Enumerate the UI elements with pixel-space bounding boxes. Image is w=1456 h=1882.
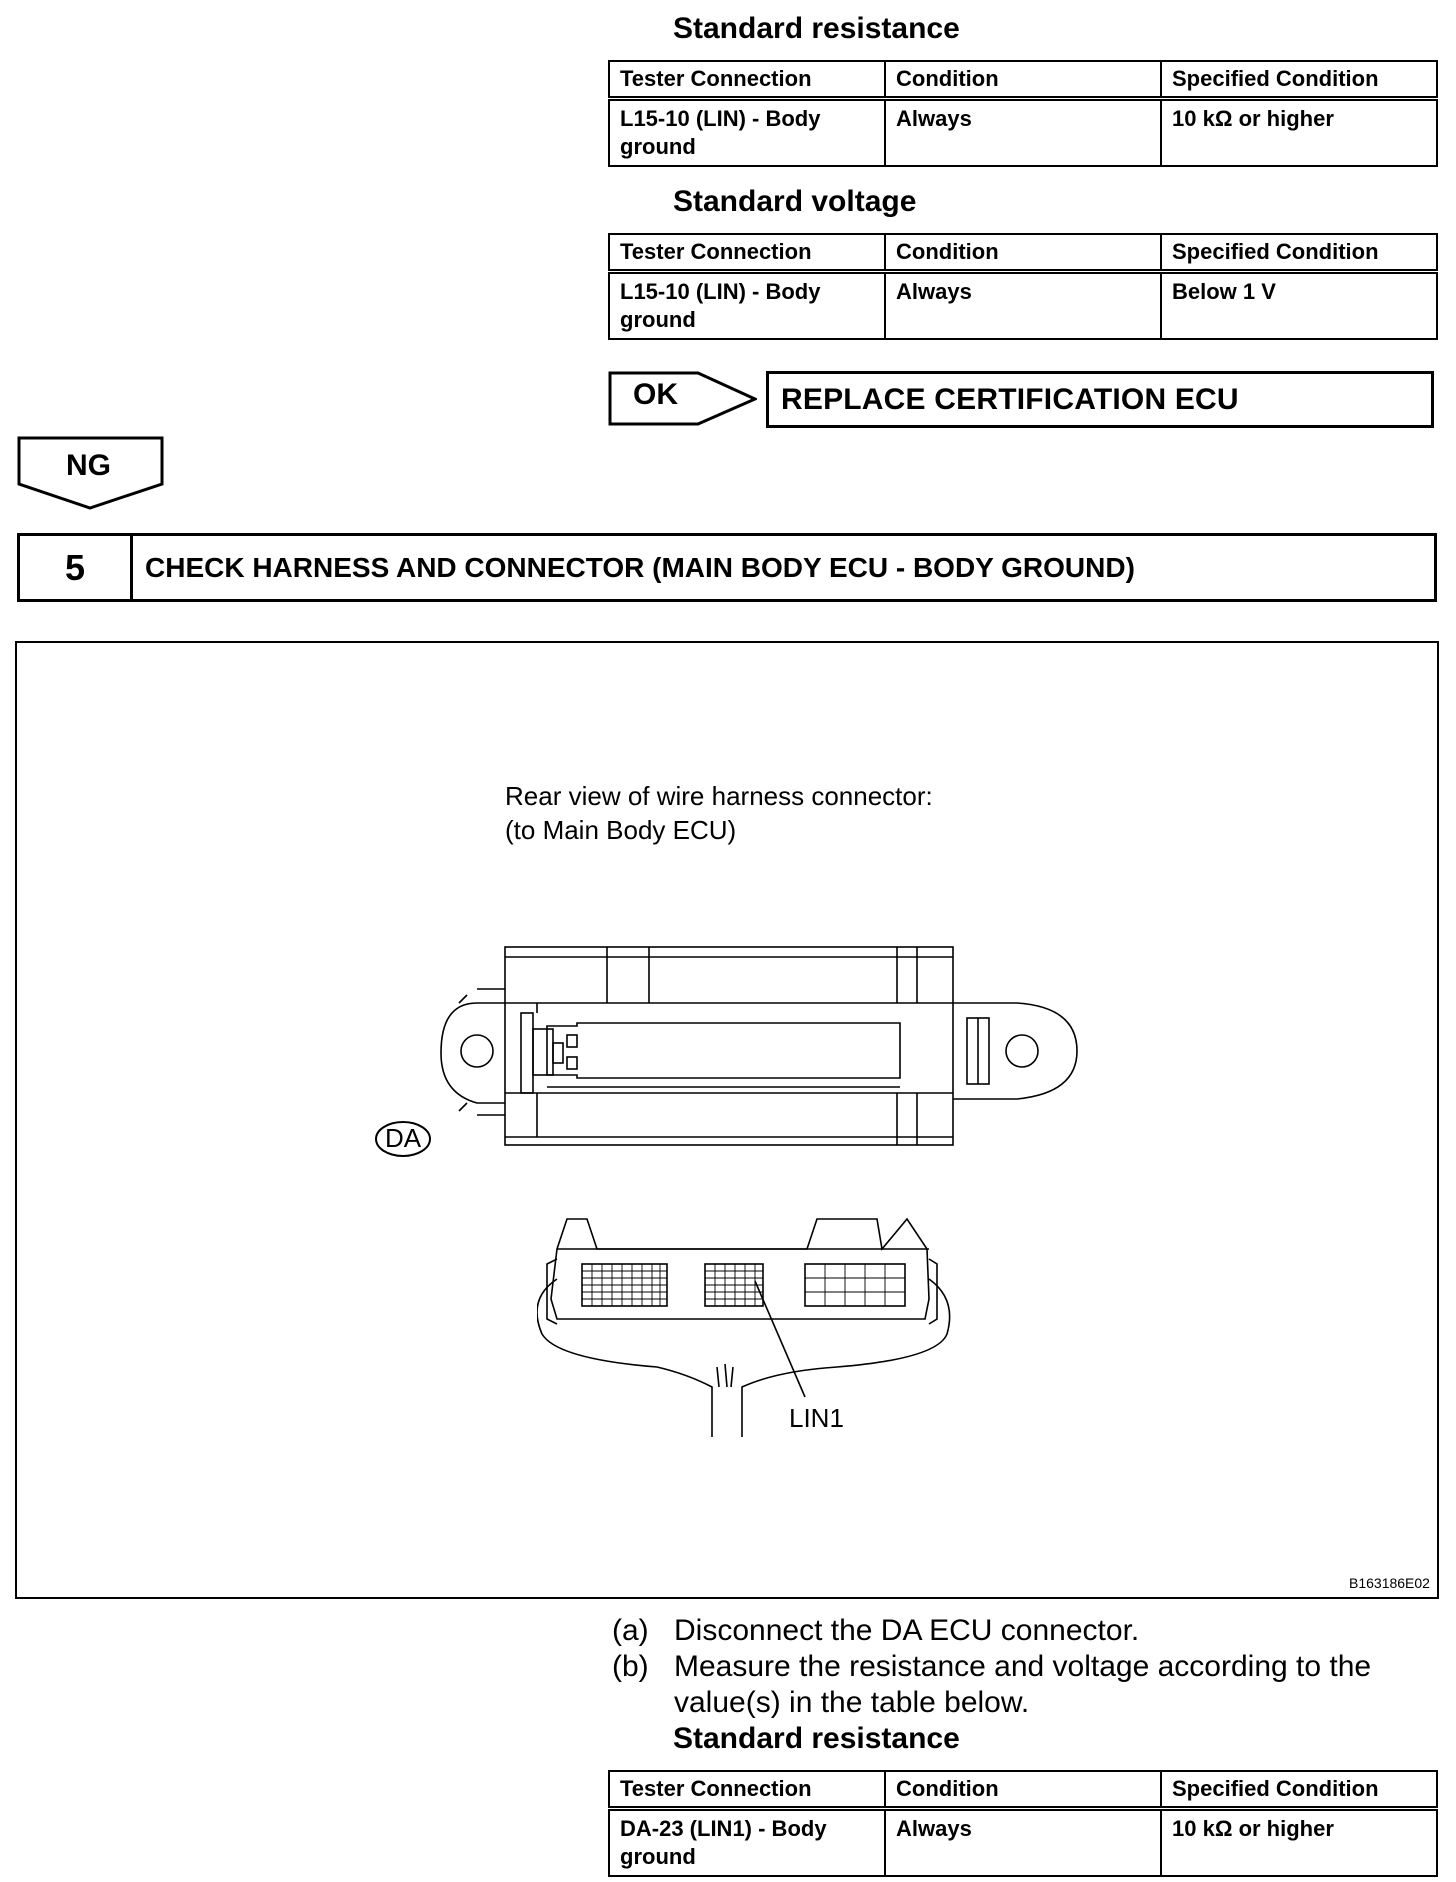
- voltage-table: Tester Connection Condition Specified Co…: [608, 233, 1438, 340]
- ng-label: NG: [66, 449, 111, 482]
- pin-label-lin1: LIN1: [789, 1403, 844, 1433]
- cell-connection: L15-10 (LIN) - Body ground: [608, 97, 886, 167]
- cell-condition: Always: [884, 1807, 1162, 1877]
- pin-grid: [582, 1264, 905, 1306]
- step-number: 5: [20, 536, 133, 599]
- step-title: CHECK HARNESS AND CONNECTOR (MAIN BODY E…: [145, 551, 1135, 583]
- col-header-condition: Condition: [884, 1770, 1162, 1811]
- instruction-b-label: (b): [612, 1650, 649, 1683]
- ok-label: OK: [633, 378, 678, 411]
- resistance-table: Tester Connection Condition Specified Co…: [608, 60, 1438, 167]
- ok-result-text: REPLACE CERTIFICATION ECU: [781, 383, 1239, 416]
- table-row: DA-23 (LIN1) - Body ground Always 10 kΩ …: [608, 1807, 1438, 1877]
- ok-result-box: REPLACE CERTIFICATION ECU: [766, 371, 1434, 428]
- connector-tag-da: DA: [384, 1123, 422, 1153]
- cell-connection: DA-23 (LIN1) - Body ground: [608, 1807, 886, 1877]
- connector-figure: Rear view of wire harness connector: (to…: [15, 641, 1439, 1599]
- step-header: 5 CHECK HARNESS AND CONNECTOR (MAIN BODY…: [17, 533, 1437, 602]
- table-row: L15-10 (LIN) - Body ground Always Below …: [608, 270, 1438, 340]
- figure-caption-line1: Rear view of wire harness connector:: [505, 781, 933, 811]
- col-header-specified-condition: Specified Condition: [1160, 1770, 1438, 1811]
- connector-tag-oval: [375, 1121, 431, 1157]
- instruction-a-label: (a): [612, 1614, 649, 1647]
- col-header-tester-connection: Tester Connection: [608, 233, 886, 274]
- harness-connector-drawing: [537, 1217, 951, 1437]
- standard-voltage-heading: Standard voltage: [673, 185, 917, 218]
- instruction-b: (b) Measure the resistance and voltage a…: [612, 1649, 1412, 1725]
- cell-spec: 10 kΩ or higher: [1160, 97, 1438, 167]
- ok-arrow-shape: [608, 371, 757, 426]
- cell-condition: Always: [884, 97, 1162, 167]
- resistance-table-2: Tester Connection Condition Specified Co…: [608, 1770, 1438, 1877]
- cell-spec: Below 1 V: [1160, 270, 1438, 340]
- cell-connection: L15-10 (LIN) - Body ground: [608, 270, 886, 340]
- col-header-specified-condition: Specified Condition: [1160, 60, 1438, 101]
- instruction-b-text: Measure the resistance and voltage accor…: [674, 1650, 1372, 1719]
- standard-resistance-heading-2: Standard resistance: [673, 1722, 960, 1755]
- standard-resistance-heading: Standard resistance: [673, 12, 960, 45]
- instruction-a: (a) Disconnect the DA ECU connector.: [612, 1613, 1412, 1653]
- table-row: L15-10 (LIN) - Body ground Always 10 kΩ …: [608, 97, 1438, 167]
- cell-condition: Always: [884, 270, 1162, 340]
- col-header-condition: Condition: [884, 233, 1162, 274]
- col-header-condition: Condition: [884, 60, 1162, 101]
- col-header-specified-condition: Specified Condition: [1160, 233, 1438, 274]
- figure-caption-line2: (to Main Body ECU): [505, 815, 737, 845]
- ng-arrow-shape: [17, 436, 164, 510]
- ecu-connector-housing-drawing: [440, 946, 1078, 1146]
- cell-spec: 10 kΩ or higher: [1160, 1807, 1438, 1877]
- col-header-tester-connection: Tester Connection: [608, 1770, 886, 1811]
- figure-id: B163186E02: [1349, 1575, 1430, 1591]
- col-header-tester-connection: Tester Connection: [608, 60, 886, 101]
- instruction-a-text: Disconnect the DA ECU connector.: [674, 1614, 1140, 1647]
